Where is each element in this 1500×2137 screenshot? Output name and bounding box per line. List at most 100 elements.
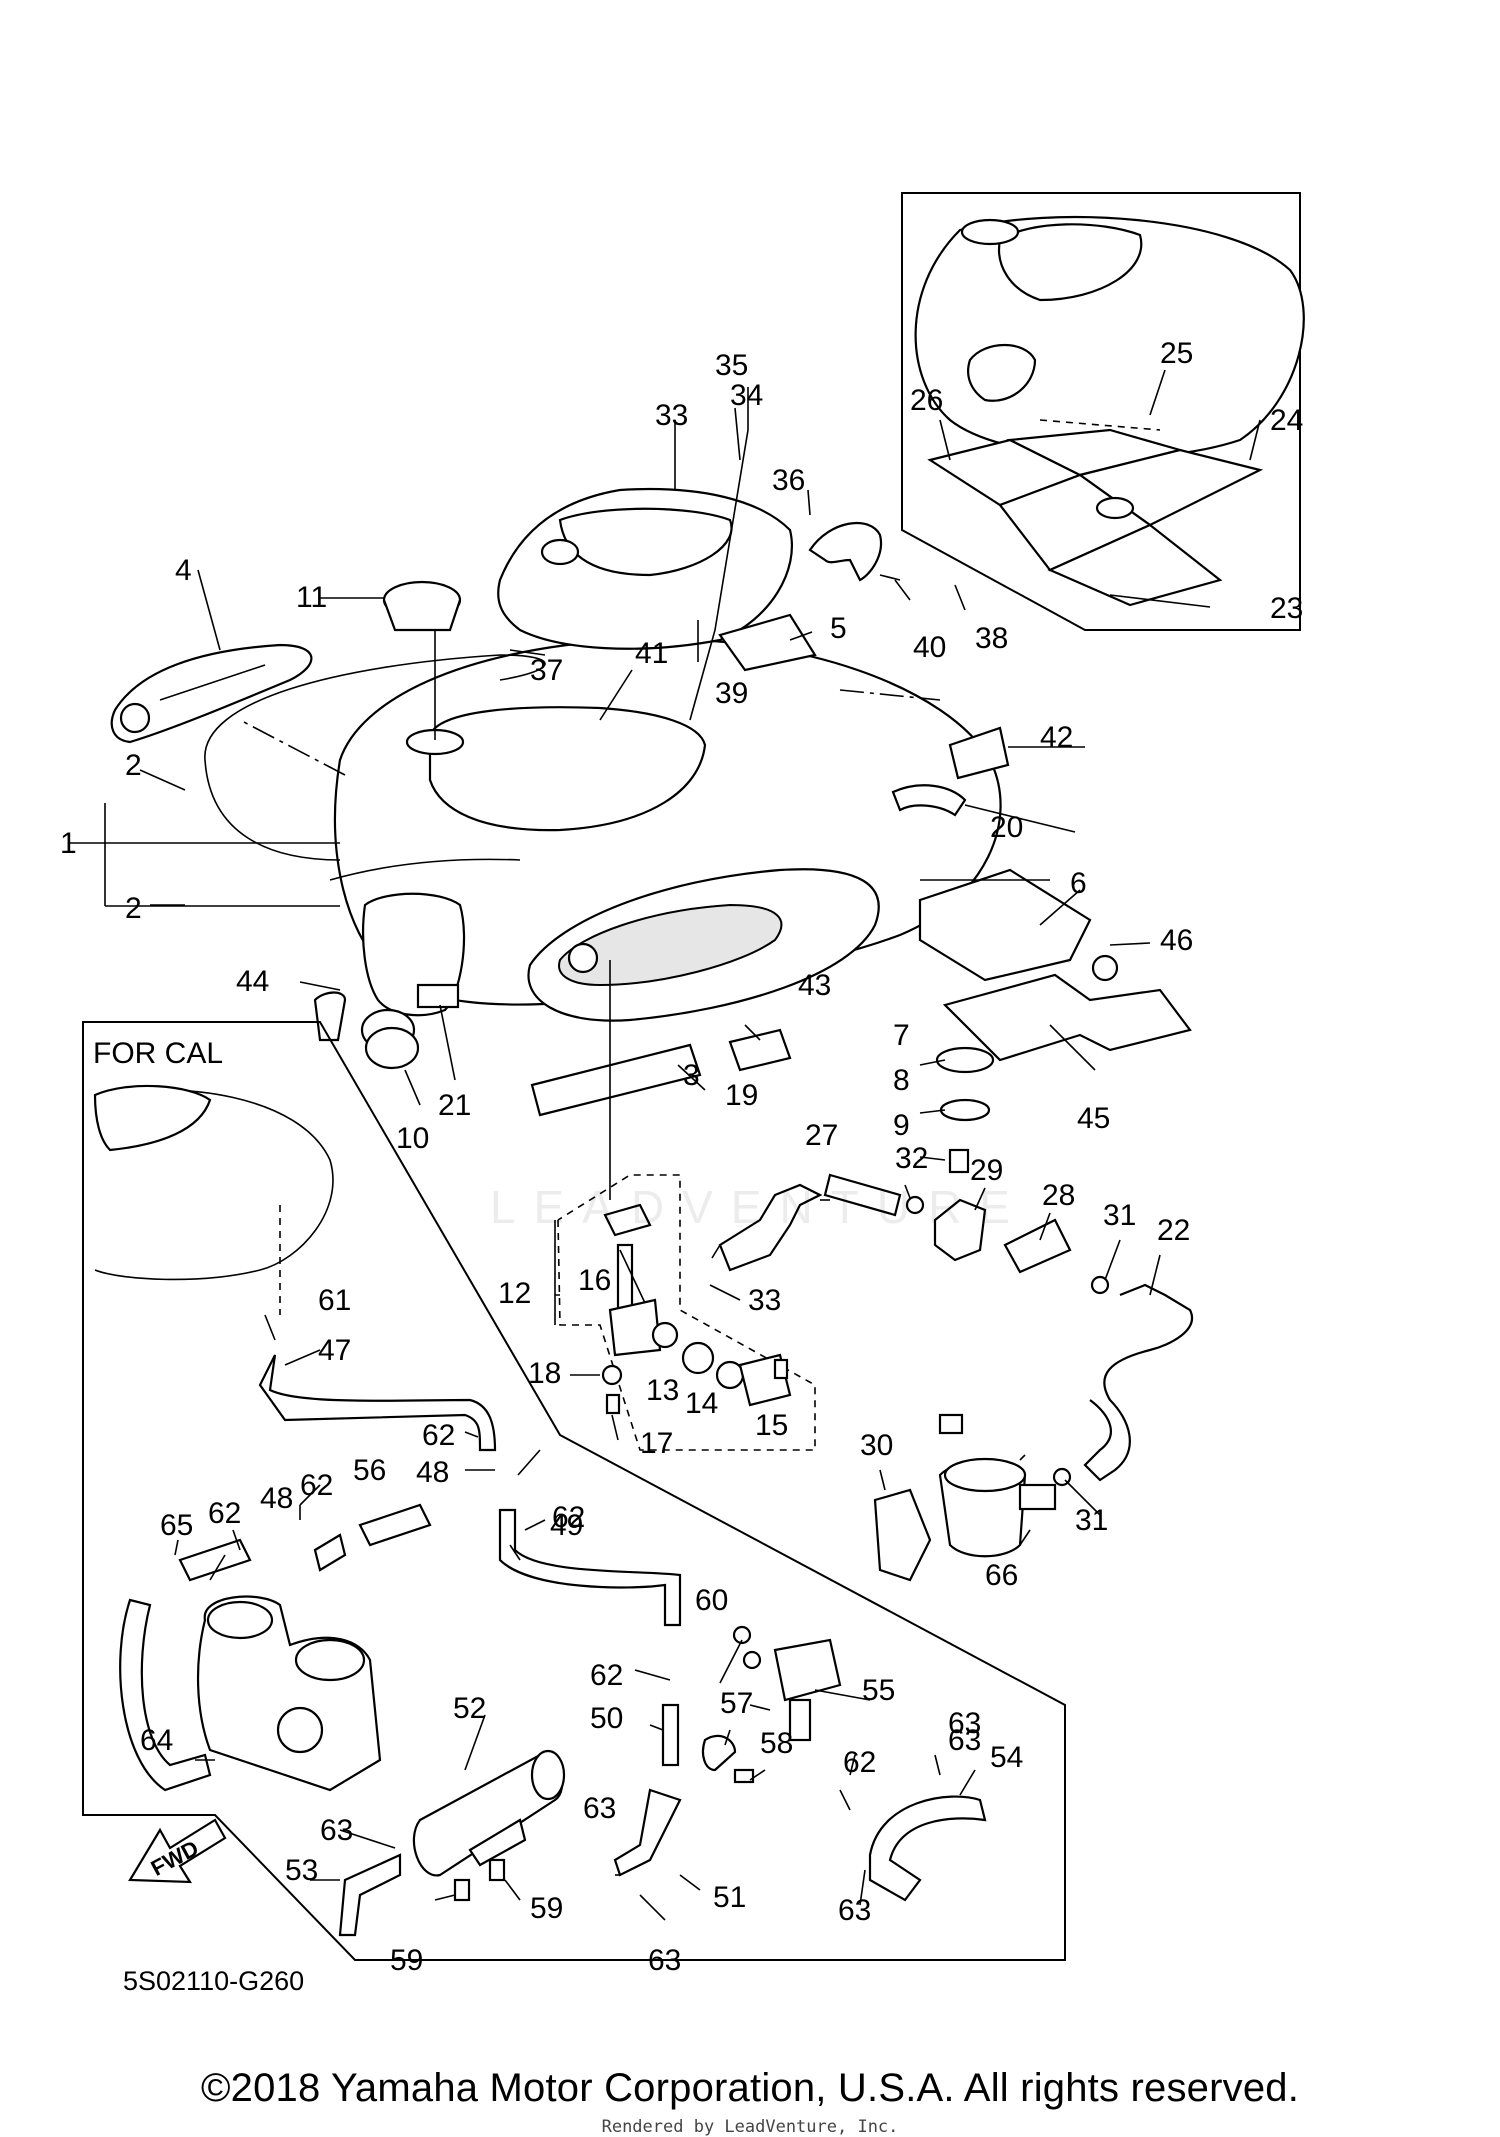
callout-65: 65 (160, 1509, 193, 1542)
callout-63: 63 (583, 1792, 616, 1825)
callout-57: 57 (720, 1687, 753, 1720)
callout-1: 1 (60, 827, 77, 860)
callout-61: 61 (318, 1284, 351, 1317)
callout-48: 48 (416, 1456, 449, 1489)
callout-63: 63 (648, 1944, 681, 1977)
leader-lines (70, 369, 1261, 1921)
callout-3: 3 (683, 1059, 700, 1092)
callout-19: 19 (725, 1079, 758, 1112)
callout-38: 38 (975, 622, 1008, 655)
callout-42: 42 (1040, 721, 1073, 754)
pad-43 (728, 1028, 792, 1072)
callout-25: 25 (1160, 337, 1193, 370)
callout-24: 24 (1270, 404, 1303, 437)
callout-27: 27 (805, 1119, 838, 1152)
callout-8: 8 (893, 1064, 910, 1097)
fwd-arrow (128, 1818, 227, 1884)
callout-46: 46 (1160, 924, 1193, 957)
inset-tank-underside (901, 192, 1305, 631)
callout-63: 63 (948, 1707, 981, 1740)
callout-33: 33 (655, 399, 688, 432)
callout-56: 56 (353, 1454, 386, 1487)
mount-bracket (808, 521, 883, 582)
tank-cover-seal (204, 654, 546, 861)
callout-39: 39 (715, 677, 748, 710)
callout-13: 13 (646, 1374, 679, 1407)
callout-labels: 1 2 2 3 4 5 6 7 8 9 10 11 12 13 14 15 16… (60, 337, 1303, 1996)
callout-2: 2 (125, 749, 142, 782)
callout-62: 62 (208, 1497, 241, 1530)
rendered-by-note: Rendered by LeadVenture, Inc. (601, 2117, 899, 2137)
callout-54: 54 (990, 1741, 1023, 1774)
callout-10: 10 (396, 1122, 429, 1155)
watermark: LEADVENTURE (490, 1181, 1028, 1233)
fuel-cap-part (382, 580, 462, 740)
callout-9: 9 (893, 1109, 910, 1142)
callout-47: 47 (318, 1334, 351, 1367)
tank-top-cover (497, 487, 793, 650)
callout-63: 63 (320, 1814, 353, 1847)
emblem-bracket (918, 868, 1192, 1174)
carburetor-assembly (196, 1595, 382, 1792)
callout-4: 4 (175, 554, 192, 587)
callout-2: 2 (125, 892, 142, 925)
callout-37: 37 (530, 654, 563, 687)
callout-55: 55 (862, 1674, 895, 1707)
callout-62: 62 (843, 1746, 876, 1779)
charcoal-canister (412, 1749, 566, 1902)
callout-62: 62 (300, 1469, 333, 1502)
callout-35: 35 (715, 349, 748, 382)
callout-23: 23 (1270, 592, 1303, 625)
callout-62: 62 (590, 1659, 623, 1692)
callout-12: 12 (498, 1277, 531, 1310)
solenoid-valve (701, 1625, 842, 1784)
pad-42 (948, 726, 1010, 780)
callout-43: 43 (798, 969, 831, 1002)
callout-22: 22 (1157, 1214, 1190, 1247)
callout-66: 66 (985, 1559, 1018, 1592)
callout-6: 6 (1070, 867, 1087, 900)
for-cal-region (82, 1021, 1066, 1961)
callout-26: 26 (910, 384, 943, 417)
callout-62: 62 (552, 1501, 585, 1534)
fuel-pump (873, 1413, 1057, 1582)
region-label: FOR CAL (93, 1037, 223, 1070)
callout-28: 28 (1042, 1179, 1075, 1212)
callout-62: 62 (422, 1419, 455, 1452)
callout-44: 44 (236, 965, 269, 998)
pad-5 (718, 613, 817, 672)
callout-52: 52 (453, 1692, 486, 1725)
callout-29: 29 (970, 1154, 1003, 1187)
callout-18: 18 (528, 1357, 561, 1390)
callout-41: 41 (635, 637, 668, 670)
callout-58: 58 (760, 1727, 793, 1760)
callout-48: 48 (260, 1482, 293, 1515)
callout-63: 63 (838, 1894, 871, 1927)
callout-7: 7 (893, 1019, 910, 1052)
callout-59: 59 (530, 1892, 563, 1925)
callout-31: 31 (1075, 1504, 1108, 1537)
fuel-hose-line (718, 1173, 1194, 1487)
copyright-notice: ©2018 Yamaha Motor Corporation, U.S.A. A… (200, 2066, 1300, 2110)
callout-63: 63 (948, 1724, 981, 1757)
fuel-cock-assembly (557, 960, 816, 1451)
side-emblem-panel (110, 643, 313, 744)
callout-51: 51 (713, 1881, 746, 1914)
callout-20: 20 (990, 811, 1023, 844)
callout-16: 16 (578, 1264, 611, 1297)
callout-36: 36 (772, 464, 805, 497)
valves-and-hoses (338, 1703, 987, 1937)
diagram-code: 5S02110-G260 (123, 1966, 304, 1996)
callout-31: 31 (1103, 1199, 1136, 1232)
callout-21: 21 (438, 1089, 471, 1122)
callout-53: 53 (285, 1854, 318, 1887)
callout-15: 15 (755, 1409, 788, 1442)
evap-hoses (119, 1354, 682, 1792)
callout-30: 30 (860, 1429, 893, 1462)
callout-34: 34 (730, 379, 763, 412)
callout-33: 33 (748, 1284, 781, 1317)
callout-49: 49 (550, 1509, 583, 1542)
callout-32: 32 (895, 1142, 928, 1175)
callout-59: 59 (390, 1944, 423, 1977)
callout-40: 40 (913, 631, 946, 664)
